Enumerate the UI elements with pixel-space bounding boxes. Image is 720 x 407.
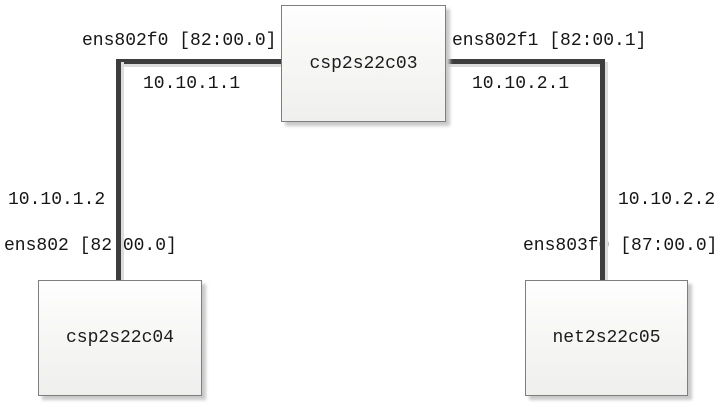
- node-csp2s22c04-label: csp2s22c04: [65, 328, 175, 348]
- label-left-link-bottom-interface: ens802 [82:00.0]: [4, 236, 177, 256]
- label-right-link-bottom-interface: ens803f0 [87:00.0]: [523, 236, 718, 256]
- node-csp2s22c04: csp2s22c04: [38, 280, 202, 396]
- label-right-link-top-interface: ens802f1 [82:00.1]: [452, 31, 647, 51]
- node-net2s22c05-label: net2s22c05: [552, 328, 661, 348]
- edge-left-link-vertical-segment: [116, 59, 121, 281]
- label-left-link-bottom-ip: 10.10.1.2: [8, 190, 106, 210]
- label-right-link-bottom-ip: 10.10.2.2: [618, 190, 716, 210]
- label-left-link-top-ip: 10.10.1.1: [143, 74, 241, 94]
- label-left-link-top-interface: ens802f0 [82:00.0]: [82, 31, 277, 51]
- node-csp2s22c03: csp2s22c03: [281, 5, 446, 122]
- edge-right-link-horizontal-segment: [445, 59, 605, 64]
- edge-left-link-horizontal-segment: [116, 59, 282, 64]
- label-right-link-top-ip: 10.10.2.1: [472, 74, 570, 94]
- node-net2s22c05: net2s22c05: [525, 280, 688, 396]
- node-csp2s22c03-label: csp2s22c03: [309, 53, 418, 74]
- edge-right-link-vertical-segment: [600, 59, 605, 281]
